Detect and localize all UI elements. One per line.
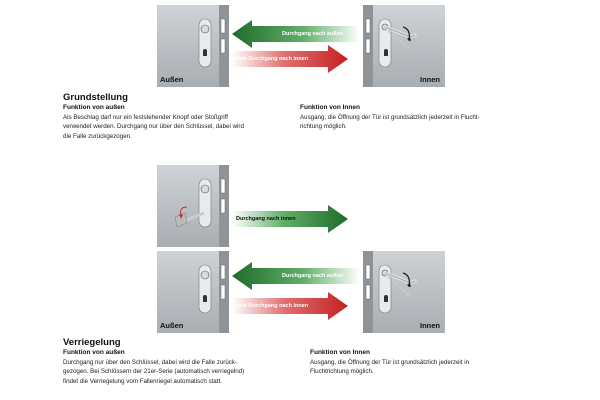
arrow-green-left bbox=[232, 20, 360, 48]
lever-handle-icon bbox=[363, 251, 417, 333]
inside-function-heading: Funktion von Innen bbox=[300, 104, 360, 111]
outside-function-heading: Funktion von außen bbox=[63, 349, 125, 356]
arrow-green-left bbox=[232, 262, 360, 290]
door-panel-outside-2: Außen bbox=[157, 251, 229, 333]
arrow-label-green: Durchgang nach außen bbox=[282, 31, 344, 37]
outside-function-text: Durchgang nur über den Schlüssel, dabei … bbox=[63, 359, 245, 385]
section-title-verriegelung: Verriegelung bbox=[63, 337, 121, 348]
label-inside: Innen bbox=[420, 321, 440, 330]
section-title-grundstellung: Grundstellung bbox=[63, 92, 128, 103]
arrow-label-red: kein Durchgang nach innen bbox=[236, 56, 309, 62]
arrow-label-green: Durchgang nach außen bbox=[282, 273, 344, 279]
inside-function-text: Ausgang, die Öffnung der Tür ist grundsä… bbox=[300, 114, 480, 131]
door-handle-icon bbox=[198, 251, 229, 333]
label-outside: Außen bbox=[160, 321, 184, 330]
inside-function-heading: Funktion von Innen bbox=[310, 349, 370, 356]
outside-function-heading: Funktion von außen bbox=[63, 104, 125, 111]
lever-handle-icon bbox=[363, 5, 417, 87]
arrow-green-right bbox=[232, 205, 348, 233]
arrow-red-right bbox=[232, 292, 348, 320]
key-turn-icon bbox=[174, 165, 229, 247]
arrow-red-right bbox=[232, 45, 348, 73]
door-panel-inside: Innen bbox=[363, 5, 445, 87]
outside-function-text: Als Beschlag darf nur ein feststehender … bbox=[63, 114, 244, 140]
label-outside: Außen bbox=[160, 75, 184, 84]
door-panel-outside: Außen bbox=[157, 5, 229, 87]
arrow-label-green-inward: Durchgang nach innen bbox=[236, 216, 296, 222]
door-panel-inside-2: Innen bbox=[363, 251, 445, 333]
inside-function-text: Ausgang, die Öffnung der Tür ist grundsä… bbox=[310, 359, 470, 376]
door-handle-icon bbox=[198, 5, 229, 87]
door-panel-outside-key bbox=[157, 165, 229, 247]
arrow-label-red: kein Durchgang nach innen bbox=[236, 303, 309, 309]
label-inside: Innen bbox=[420, 75, 440, 84]
